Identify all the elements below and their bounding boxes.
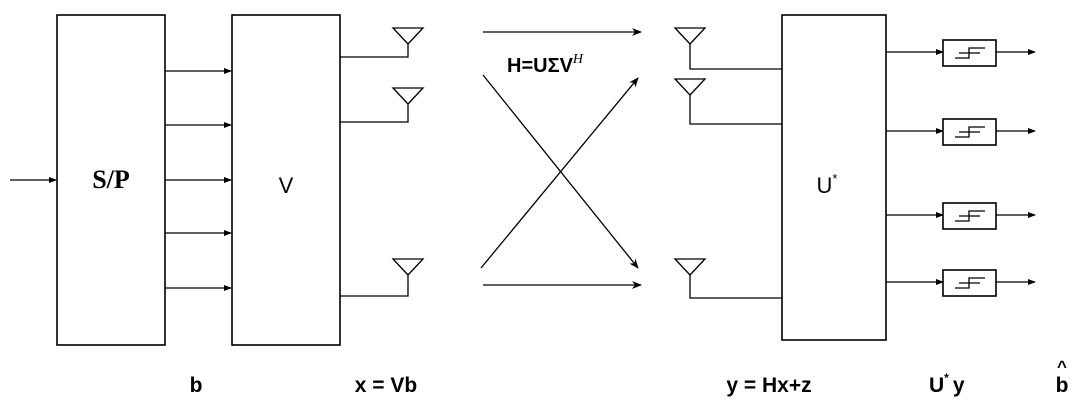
v-label: V — [279, 173, 294, 198]
channel-arrows — [480, 28, 642, 289]
slicer-icon — [955, 126, 985, 138]
slicer-box — [942, 202, 997, 230]
decision-outputs — [886, 39, 1036, 297]
rx-antenna-icon — [673, 27, 707, 45]
rx-antenna-icon — [673, 258, 707, 276]
u-conj-block — [781, 14, 887, 341]
slicer-icon — [955, 277, 985, 289]
label-b: b — [190, 374, 203, 397]
tx-antennas — [340, 27, 425, 297]
sp-block — [56, 14, 166, 346]
label-b-hat: b — [1056, 374, 1069, 397]
tx-antenna-icon — [391, 27, 425, 45]
label-uy: U*y — [929, 371, 965, 397]
channel-label: H=UΣVH — [507, 52, 584, 77]
slicer-icon — [955, 210, 985, 222]
rx-antenna-icon — [673, 78, 707, 96]
rx-antennas — [673, 27, 782, 299]
label-x: x = Vb — [355, 374, 417, 397]
u-conj-label: U* — [817, 171, 838, 198]
tx-antenna-icon — [391, 258, 425, 276]
tx-antenna-icon — [391, 87, 425, 105]
sp-label: S/P — [92, 165, 130, 194]
label-b-hat-mark: ^ — [1057, 357, 1067, 376]
sp-to-v-arrows — [165, 68, 232, 291]
slicer-icon — [955, 47, 985, 59]
v-block — [231, 14, 341, 346]
label-y: y = Hx+z — [726, 374, 811, 397]
